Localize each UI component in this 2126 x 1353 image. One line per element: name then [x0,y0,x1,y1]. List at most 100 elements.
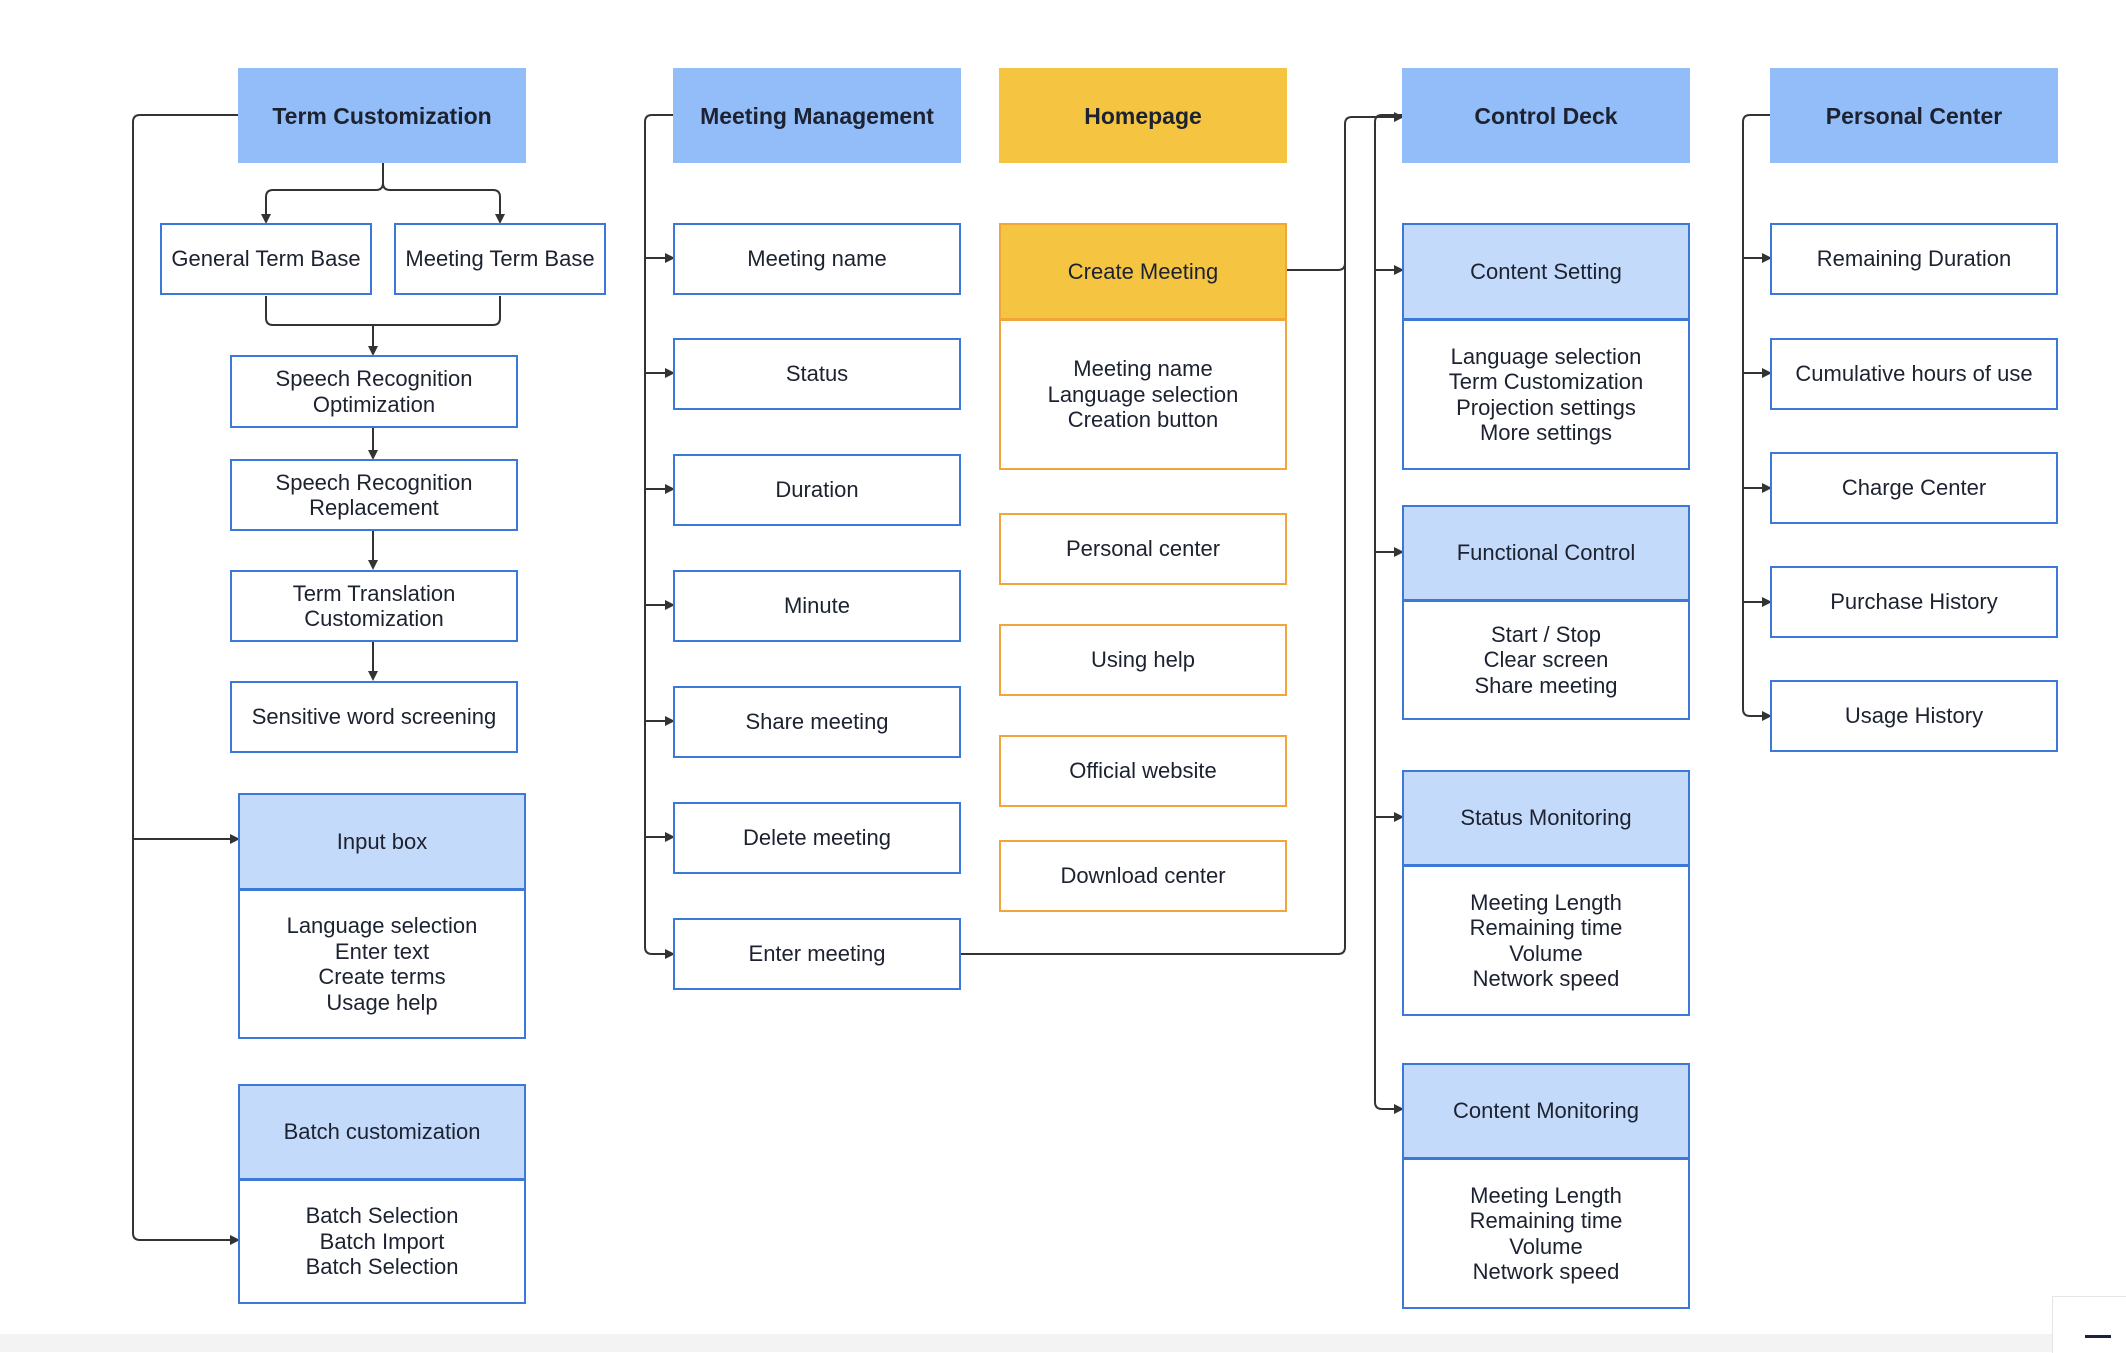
card-item: Share meeting [1474,672,1618,698]
card-item: Enter text [334,938,430,964]
status-monitoring-card: Status Monitoring Meeting Length Remaini… [1402,770,1690,1016]
chain-line: Replacement [309,495,439,520]
control-card-title: Functional Control [1456,540,1636,565]
connector-control-trunk [1374,114,1404,1114]
create-meeting-title-label: Create Meeting [1067,258,1219,284]
using-help-node: Using help [999,624,1287,696]
meeting-item-label: Share meeting [745,709,889,734]
chain-line: Sensitive word screening [251,704,497,729]
card-item: Remaining time [1469,915,1623,940]
meeting-item-label: Status [785,361,849,386]
connector-term-split [265,163,500,222]
control-card-title: Content Monitoring [1453,1098,1639,1123]
connector-term-merge [265,296,501,354]
meeting-term-base-node: Meeting Term Base [394,223,606,295]
card-item: More settings [1479,420,1613,445]
content-monitoring-card: Content Monitoring Meeting Length Remain… [1402,1063,1690,1309]
functional-control-title: Functional Control [1404,507,1688,602]
home-item-label: Using help [1091,647,1195,672]
share-meeting-node: Share meeting [673,686,961,758]
header-term-customization: Term Customization [238,68,526,163]
batch-customization-title: Batch customization [240,1086,524,1181]
personal-center-node: Personal center [999,513,1287,585]
download-center-node: Download center [999,840,1287,912]
home-item-label: Personal center [1065,536,1221,561]
bottom-bar [0,1334,2126,1352]
personal-item-label: Charge Center [1841,475,1987,500]
card-item: Usage help [326,989,438,1015]
delete-meeting-node: Delete meeting [673,802,961,874]
card-item: Start / Stop [1490,621,1602,647]
input-box-items: Language selection Enter text Create ter… [240,891,524,1037]
input-box-title-label: Input box [336,828,428,854]
batch-title-label: Batch customization [283,1119,481,1144]
card-item: Network speed [1472,1259,1620,1284]
official-website-node: Official website [999,735,1287,807]
chain-line: Optimization [312,391,436,417]
meeting-item-label: Duration [775,477,859,502]
create-meeting-title: Create Meeting [1001,225,1285,321]
card-item: Clear screen [1483,647,1609,673]
card-item: Remaining time [1469,1208,1623,1233]
content-monitoring-title: Content Monitoring [1404,1065,1688,1160]
usage-history-node: Usage History [1770,680,2058,752]
connector-meeting-trunk [644,114,675,959]
meeting-item-label: Meeting name [747,246,887,271]
card-item: Batch Import [319,1228,445,1254]
functional-control-items: Start / Stop Clear screen Share meeting [1404,602,1688,718]
header-control-deck: Control Deck [1402,68,1690,163]
sensitive-word-screening-node: Sensitive word screening [230,681,518,753]
meeting-item-label: Enter meeting [748,941,886,966]
create-meeting-card: Create Meeting Meeting name Language sel… [999,223,1287,470]
general-term-base-node: General Term Base [160,223,372,295]
minute-node: Minute [673,570,961,642]
header-home-label: Homepage [1084,102,1202,129]
status-monitoring-title: Status Monitoring [1404,772,1688,867]
home-item-label: Official website [1069,758,1217,783]
card-item: Meeting name [1073,356,1213,382]
header-homepage: Homepage [999,68,1287,163]
personal-item-label: Purchase History [1830,589,1998,614]
control-card-title: Content Setting [1470,258,1622,284]
corner-tab[interactable] [2052,1296,2126,1353]
chain-line: Speech Recognition [275,469,473,495]
connector-term-trunk [132,114,240,1245]
content-setting-card: Content Setting Language selection Term … [1402,223,1690,470]
card-item: Term Customization [1448,369,1644,394]
card-item: Projection settings [1456,394,1636,420]
personal-item-label: Usage History [1844,703,1984,728]
batch-customization-card: Batch customization Batch Selection Batc… [238,1084,526,1304]
input-box-title: Input box [240,795,524,891]
home-item-label: Download center [1060,863,1226,888]
card-item: Meeting Length [1470,889,1622,915]
header-personal-center: Personal Center [1770,68,2058,163]
card-item: Language selection [286,913,478,938]
batch-customization-items: Batch Selection Batch Import Batch Selec… [240,1181,524,1302]
card-item: Batch Selection [305,1254,459,1280]
create-meeting-items: Meeting name Language selection Creation… [1001,321,1285,468]
card-item: Meeting Length [1470,1182,1622,1208]
connector-enter-meeting [960,124,1346,955]
card-item: Create terms [318,964,446,989]
card-item: Language selection [1047,381,1239,407]
status-node: Status [673,338,961,410]
status-monitoring-items: Meeting Length Remaining time Volume Net… [1404,867,1688,1014]
connector-personal-trunk [1742,114,1772,721]
meeting-item-label: Minute [783,593,851,618]
card-item: Network speed [1472,966,1620,991]
enter-meeting-node: Enter meeting [673,918,961,990]
remaining-duration-node: Remaining Duration [1770,223,2058,295]
card-item: Volume [1509,940,1583,966]
minimize-icon[interactable] [2085,1335,2111,1338]
content-setting-title: Content Setting [1404,225,1688,321]
cumulative-hours-node: Cumulative hours of use [1770,338,2058,410]
header-meeting-label: Meeting Management [700,102,934,129]
charge-center-node: Charge Center [1770,452,2058,524]
input-box-card: Input box Language selection Enter text … [238,793,526,1039]
header-term-label: Term Customization [272,102,492,129]
